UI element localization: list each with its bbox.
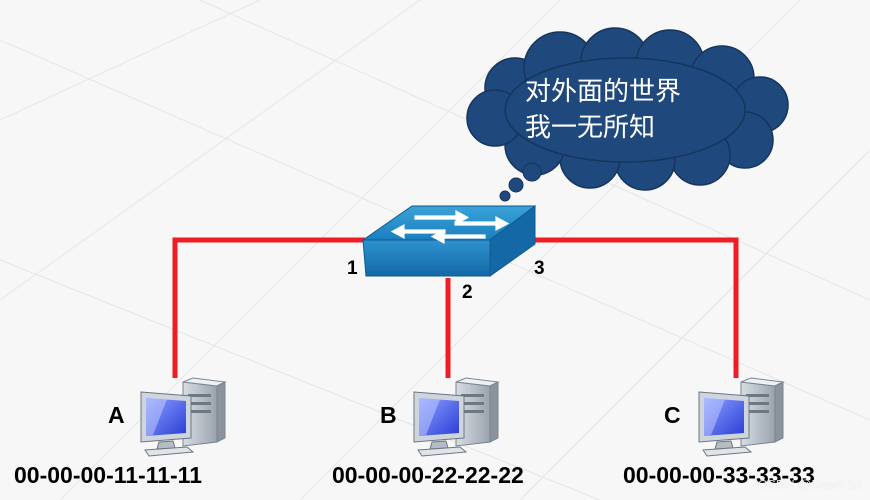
host-a-mac-address: 00-00-00-11-11-11 bbox=[14, 462, 202, 488]
thought-cloud bbox=[466, 27, 789, 202]
network-switch-icon bbox=[361, 204, 537, 277]
host-c-label: C bbox=[664, 402, 681, 428]
thought-bubble-tail bbox=[499, 162, 542, 202]
host-b-mac-address: 00-00-00-22-22-22 bbox=[332, 462, 524, 488]
watermark: CSDN @Dawn bit bbox=[757, 477, 862, 492]
switch-port-1-label: 1 bbox=[347, 258, 358, 279]
host-a-label: A bbox=[108, 402, 125, 428]
switch-port-3-label: 3 bbox=[534, 258, 545, 279]
switch-port-2-label: 2 bbox=[462, 282, 473, 303]
network-links bbox=[172, 237, 739, 378]
cloud-text-line-2: 我一无所知 bbox=[525, 113, 656, 143]
link-switch-port1-to-host-a bbox=[172, 237, 365, 378]
link-switch-port3-to-host-c bbox=[532, 237, 739, 378]
host-a-computer-icon bbox=[140, 377, 226, 457]
host-b-label: B bbox=[380, 402, 397, 428]
host-c-mac-address: 00-00-00-33-33-33 bbox=[623, 462, 815, 488]
cloud-text-line-1: 对外面的世界 bbox=[525, 77, 682, 107]
host-b-computer-icon bbox=[413, 377, 499, 457]
host-c-computer-icon bbox=[698, 377, 784, 457]
